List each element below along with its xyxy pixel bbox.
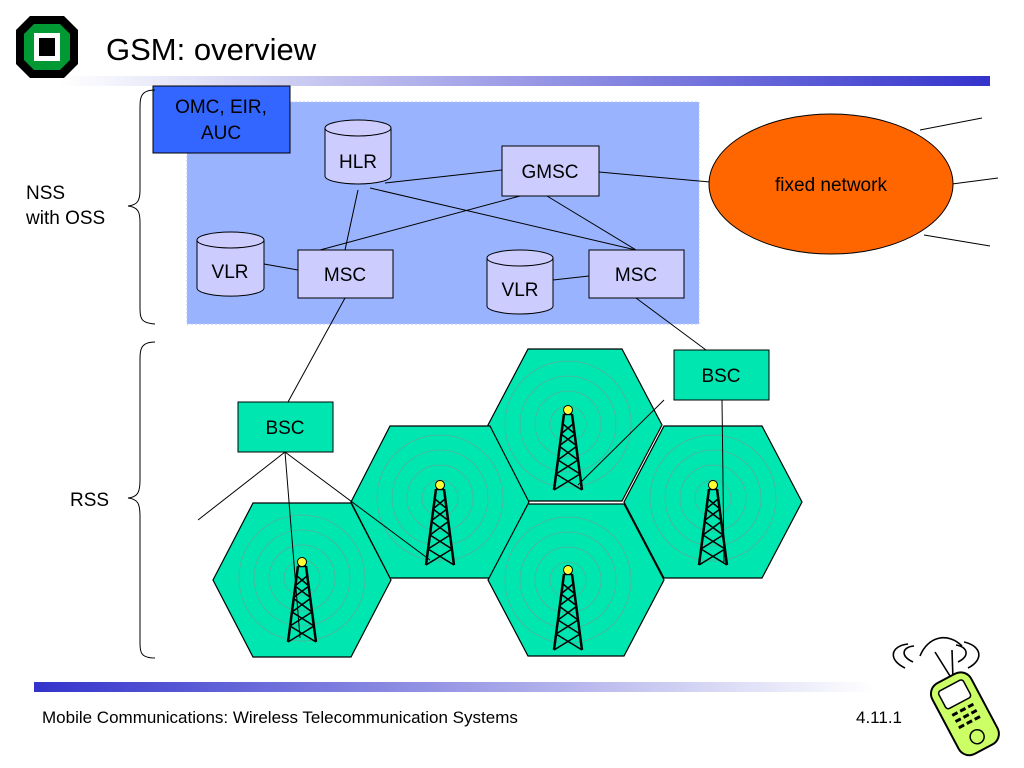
msc-left-label: MSC [324,265,366,286]
cell-bottom-left [212,502,392,658]
university-logo-icon [16,16,78,78]
omc-line2: AUC [201,123,241,144]
vlr-left-label: VLR [212,262,249,283]
vlr-left-node: VLR [196,231,265,297]
gmsc-node: GMSC [501,145,600,197]
omc-eir-auc-node: OMC, EIR, AUC [152,85,291,154]
bsc-left-node: BSC [237,401,334,453]
hlr-node: HLR [324,119,392,185]
vlr-right-label: VLR [502,280,539,301]
cell-mid-right [623,425,803,579]
rss-label: RSS [70,490,109,511]
fixed-network-node: fixed network [708,113,954,255]
nss-brace [127,89,156,325]
omc-line1: OMC, EIR, [175,97,267,118]
msc-right-node: MSC [588,249,685,299]
bsc-left-label: BSC [265,418,304,439]
msc-right-label: MSC [615,265,657,286]
fixed-network-label: fixed network [775,175,887,196]
msc-left-node: MSC [297,249,394,299]
hlr-label: HLR [339,152,377,173]
mobile-phone-icon [892,636,1000,757]
vlr-right-node: VLR [486,249,554,315]
radio-cells [212,348,803,658]
gmsc-label: GMSC [522,162,579,183]
page-title: GSM: overview [106,32,317,67]
rss-links [197,297,725,639]
footer-text: Mobile Communications: Wireless Telecomm… [42,708,518,727]
nss-links [263,117,999,281]
cell-bottom-center [487,503,665,657]
title-banner [60,76,990,86]
page-number: 4.11.1 [856,708,903,727]
footer-banner [34,682,874,692]
bsc-right-node: BSC [673,349,770,401]
bsc-right-label: BSC [701,366,740,387]
rss-brace [127,341,156,659]
nss-label-line1: NSS [26,183,65,204]
nss-label-line2: with OSS [25,208,105,229]
